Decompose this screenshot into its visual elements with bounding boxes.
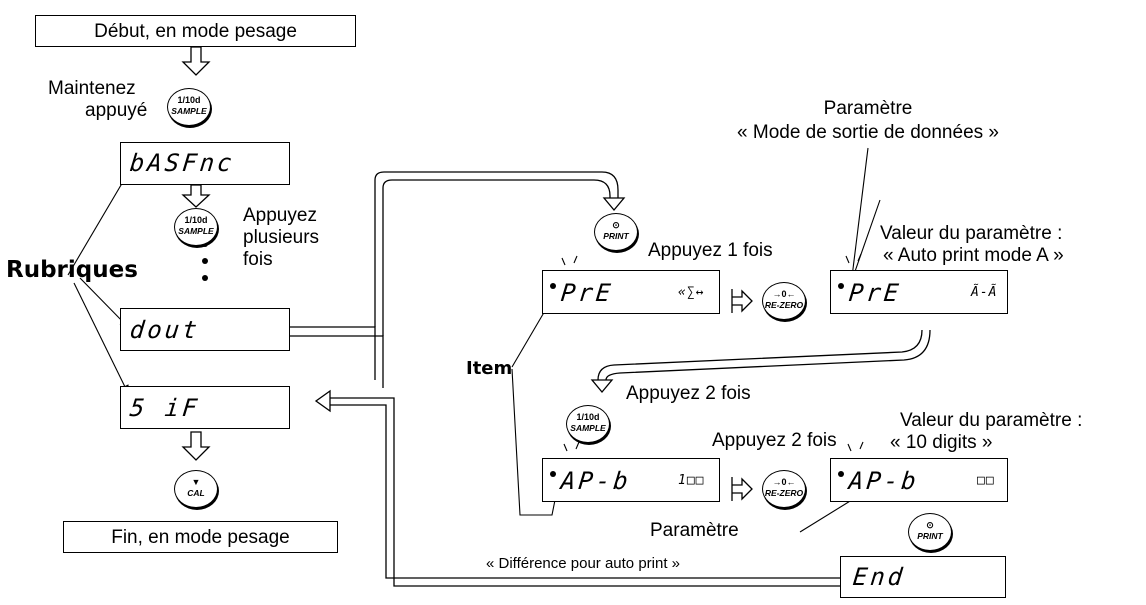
param-bottom-label-2: « Différence pour auto print » bbox=[486, 555, 681, 572]
press-several-label-3: fois bbox=[243, 249, 273, 270]
rubriques-label: Rubriques bbox=[6, 257, 138, 283]
hollow-right-arrow bbox=[731, 289, 753, 501]
display-dout: dout bbox=[120, 308, 290, 351]
status-dot bbox=[550, 471, 556, 477]
rezero-button[interactable]: →0← RE-ZERO bbox=[762, 282, 806, 320]
double-connector-prt-ap bbox=[597, 329, 931, 381]
sample-button[interactable]: 1/10d SAMPLE bbox=[167, 88, 211, 126]
double-connector-dout-print bbox=[289, 171, 619, 388]
value-top-pointer bbox=[851, 199, 881, 281]
double-connector-end-sif bbox=[330, 397, 840, 587]
ellipsis-dots bbox=[202, 241, 208, 281]
hollow-down-arrow bbox=[181, 46, 211, 461]
param-top-label-2: « Mode de sortie de données » bbox=[737, 122, 999, 143]
display-prt-left: PrE «∑↔ bbox=[542, 270, 720, 314]
press-twice-label-b: Appuyez 2 fois bbox=[712, 430, 837, 451]
maintain-label-1: Maintenez bbox=[48, 78, 136, 99]
end-box: Fin, en mode pesage bbox=[63, 521, 338, 553]
print-button[interactable]: ⊙ PRINT bbox=[594, 213, 638, 251]
display-sif: 5 iF bbox=[120, 386, 290, 429]
display-end: End bbox=[840, 556, 1006, 598]
maintain-label-2: appuyé bbox=[85, 100, 148, 121]
display-basfnc: bASFnc bbox=[120, 142, 290, 185]
value-bottom-label-1: Valeur du paramètre : bbox=[900, 410, 1083, 431]
print-button[interactable]: ⊙ PRINT bbox=[908, 513, 952, 551]
rezero-button[interactable]: →0← RE-ZERO bbox=[762, 470, 806, 508]
item-label: Item bbox=[466, 358, 513, 379]
blink-marks bbox=[561, 253, 864, 452]
start-box: Début, en mode pesage bbox=[35, 15, 356, 47]
press-once-label: Appuyez 1 fois bbox=[648, 240, 773, 261]
param-top-pointer bbox=[847, 147, 869, 287]
param-bottom-label-1: Paramètre bbox=[650, 520, 739, 541]
arrowhead-sif bbox=[314, 389, 331, 413]
cal-button[interactable]: ▼ CAL bbox=[174, 470, 218, 508]
sample-button[interactable]: 1/10d SAMPLE bbox=[174, 208, 218, 246]
status-dot bbox=[838, 471, 844, 477]
press-twice-label-a: Appuyez 2 fois bbox=[626, 383, 751, 404]
value-top-label-1: Valeur du paramètre : bbox=[880, 223, 1063, 244]
status-dot bbox=[550, 283, 556, 289]
value-top-label-2: « Auto print mode A » bbox=[883, 245, 1064, 266]
display-ap-right: AP-b □□ bbox=[830, 458, 1008, 502]
arrowhead-ap bbox=[590, 379, 614, 394]
press-several-label-2: plusieurs bbox=[243, 227, 320, 248]
sample-button[interactable]: 1/10d SAMPLE bbox=[566, 405, 610, 443]
status-dot bbox=[838, 283, 844, 289]
param-top-label-1: Paramètre bbox=[823, 98, 913, 119]
press-several-label-1: Appuyez bbox=[243, 205, 317, 226]
display-prt-right: PrE Ã-Ã bbox=[830, 270, 1008, 314]
display-ap-left: AP-b 1□□ bbox=[542, 458, 720, 502]
arrowhead-print bbox=[602, 197, 626, 212]
value-bottom-label-2: « 10 digits » bbox=[890, 432, 993, 453]
